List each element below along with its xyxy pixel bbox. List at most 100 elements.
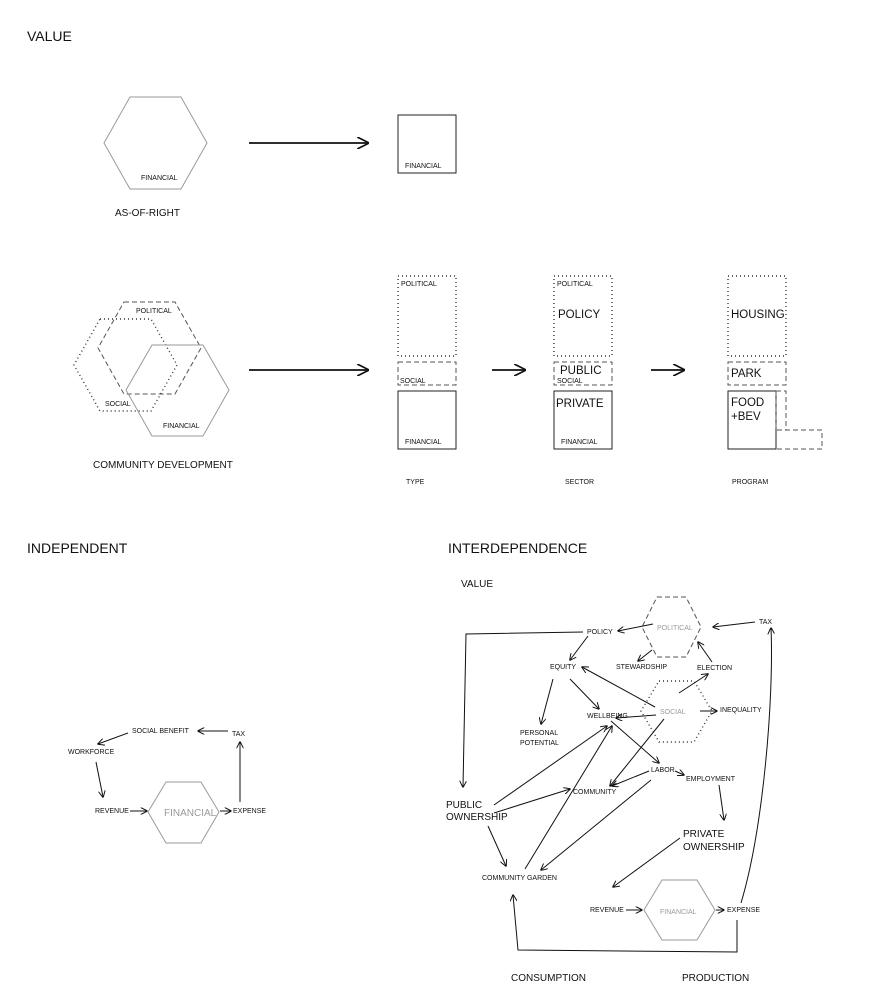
program-housing-label: HOUSING <box>731 309 785 321</box>
type-financial-label: FINANCIAL <box>405 439 442 446</box>
employment-to-private-arrow <box>718 784 724 820</box>
map-private-label-2: OWNERSHIP <box>683 842 745 853</box>
community-development-caption: COMMUNITY DEVELOPMENT <box>93 460 233 471</box>
type-political-label: POLITICAL <box>401 281 437 288</box>
map-social-hexagon <box>640 680 713 743</box>
map-employment-label: EMPLOYMENT <box>686 776 736 783</box>
expense-to-tax-arrow-2 <box>740 628 771 904</box>
program-food-label-2: +BEV <box>731 411 761 423</box>
policy-to-equity-arrow <box>570 635 589 660</box>
labor-to-garden-arrow <box>541 779 652 870</box>
map-production-label: PRODUCTION <box>682 973 749 984</box>
program-caption: PROGRAM <box>732 479 768 486</box>
workforce-to-revenue-arrow <box>95 761 103 797</box>
election-to-political-arrow <box>698 642 713 663</box>
interdependence-arrows <box>463 621 771 953</box>
political-hexagon <box>97 301 202 395</box>
type-financial-box <box>397 390 457 450</box>
program-park-box <box>727 361 787 386</box>
map-policy-label: POLICY <box>587 629 613 636</box>
policy-to-public-arrow <box>463 631 584 787</box>
map-labor-label: LABOR <box>651 767 675 774</box>
sector-social-box <box>553 361 613 386</box>
private-to-revenue-arrow <box>613 837 681 887</box>
sector-political-label: POLITICAL <box>557 281 593 288</box>
political-to-stewardship-arrow <box>638 649 653 661</box>
social-to-equity-arrow <box>582 667 656 708</box>
public-to-wellbeing-arrow <box>493 726 607 806</box>
expense-to-garden-loop-arrow <box>513 895 738 953</box>
sector-political-box <box>553 275 613 357</box>
social-to-community-arrow <box>610 718 665 786</box>
map-inequality-label: INEQUALITY <box>720 707 762 714</box>
wellbeing-to-labor-arrow <box>610 720 659 763</box>
public-to-garden-arrow <box>487 825 506 866</box>
map-political-hexagon <box>641 596 702 658</box>
social-benefit-label: SOCIAL BENEFIT <box>132 728 190 735</box>
sector-private-label: PRIVATE <box>556 398 604 410</box>
independent-heading: INDEPENDENT <box>27 540 128 556</box>
type-social-label: SOCIAL <box>400 378 426 385</box>
map-wellbeing-label: WELLBEING <box>587 713 628 720</box>
social-to-wellbeing-arrow <box>616 715 657 718</box>
map-equity-label: EQUITY <box>550 664 576 671</box>
map-financial-hexagon <box>643 879 716 941</box>
as-of-right-caption: AS-OF-RIGHT <box>115 208 180 219</box>
labor-to-community-arrow <box>612 770 650 786</box>
public-to-community-arrow <box>493 789 570 814</box>
value-heading: VALUE <box>27 28 72 44</box>
financial-hexagon-2-label: FINANCIAL <box>163 423 200 430</box>
type-social-box <box>397 361 457 386</box>
map-social-label: SOCIAL <box>660 709 686 716</box>
program-social-extension <box>775 391 823 450</box>
map-community-label: COMMUNITY <box>573 789 616 796</box>
map-public-label-2: OWNERSHIP <box>446 812 508 823</box>
financial-box-label: FINANCIAL <box>405 163 442 170</box>
garden-to-wellbeing-arrow <box>524 726 612 870</box>
social-benefit-to-workforce-arrow <box>98 732 129 744</box>
program-housing-box <box>727 275 787 357</box>
social-to-election-arrow <box>678 674 708 694</box>
map-private-label-1: PRIVATE <box>683 829 725 840</box>
sector-financial-label: FINANCIAL <box>561 439 598 446</box>
tax-label: TAX <box>232 731 245 738</box>
independent-financial-hexagon <box>147 781 220 844</box>
independent-financial-label: FINANCIAL <box>164 808 217 819</box>
map-tax-label: TAX <box>759 619 772 626</box>
type-caption: TYPE <box>406 479 425 486</box>
map-election-label: ELECTION <box>697 665 732 672</box>
revenue-label: REVENUE <box>95 808 129 815</box>
map-public-label-1: PUBLIC <box>446 800 482 811</box>
sector-financial-box <box>553 390 613 450</box>
type-political-box <box>397 275 457 357</box>
map-stewardship-label: STEWARDSHIP <box>616 664 667 671</box>
program-social-extension-2 <box>776 390 787 430</box>
financial-hexagon-2 <box>125 344 230 437</box>
financial-hexagon-label: FINANCIAL <box>141 175 178 182</box>
map-revenue-label: REVENUE <box>590 907 624 914</box>
map-personal-label-2: POTENTIAL <box>520 740 559 747</box>
map-expense-label: EXPENSE <box>727 907 760 914</box>
program-food-label-1: FOOD <box>731 397 764 409</box>
equity-to-wellbeing-arrow <box>569 678 599 709</box>
social-hexagon-label: SOCIAL <box>105 401 131 408</box>
social-hexagon <box>73 318 178 412</box>
interdependence-heading: INTERDEPENDENCE <box>448 540 587 556</box>
sector-policy-label: POLICY <box>558 309 601 321</box>
expense-label: EXPENSE <box>233 808 266 815</box>
tax-to-political-arrow <box>713 621 756 627</box>
equity-to-personal-arrow <box>541 678 554 724</box>
program-park-label: PARK <box>731 368 762 380</box>
map-consumption-label: CONSUMPTION <box>511 973 586 984</box>
sector-social-label: SOCIAL <box>557 378 583 385</box>
map-financial-label: FINANCIAL <box>660 909 697 916</box>
political-to-policy-arrow <box>618 623 654 631</box>
political-hexagon-label: POLITICAL <box>136 308 172 315</box>
map-political-label: POLITICAL <box>657 625 693 632</box>
financial-hexagon <box>103 96 208 190</box>
workforce-label: WORKFORCE <box>68 749 115 756</box>
sector-public-label: PUBLIC <box>560 365 602 377</box>
interdependence-subheading: VALUE <box>461 579 493 590</box>
sector-caption: SECTOR <box>565 479 594 486</box>
